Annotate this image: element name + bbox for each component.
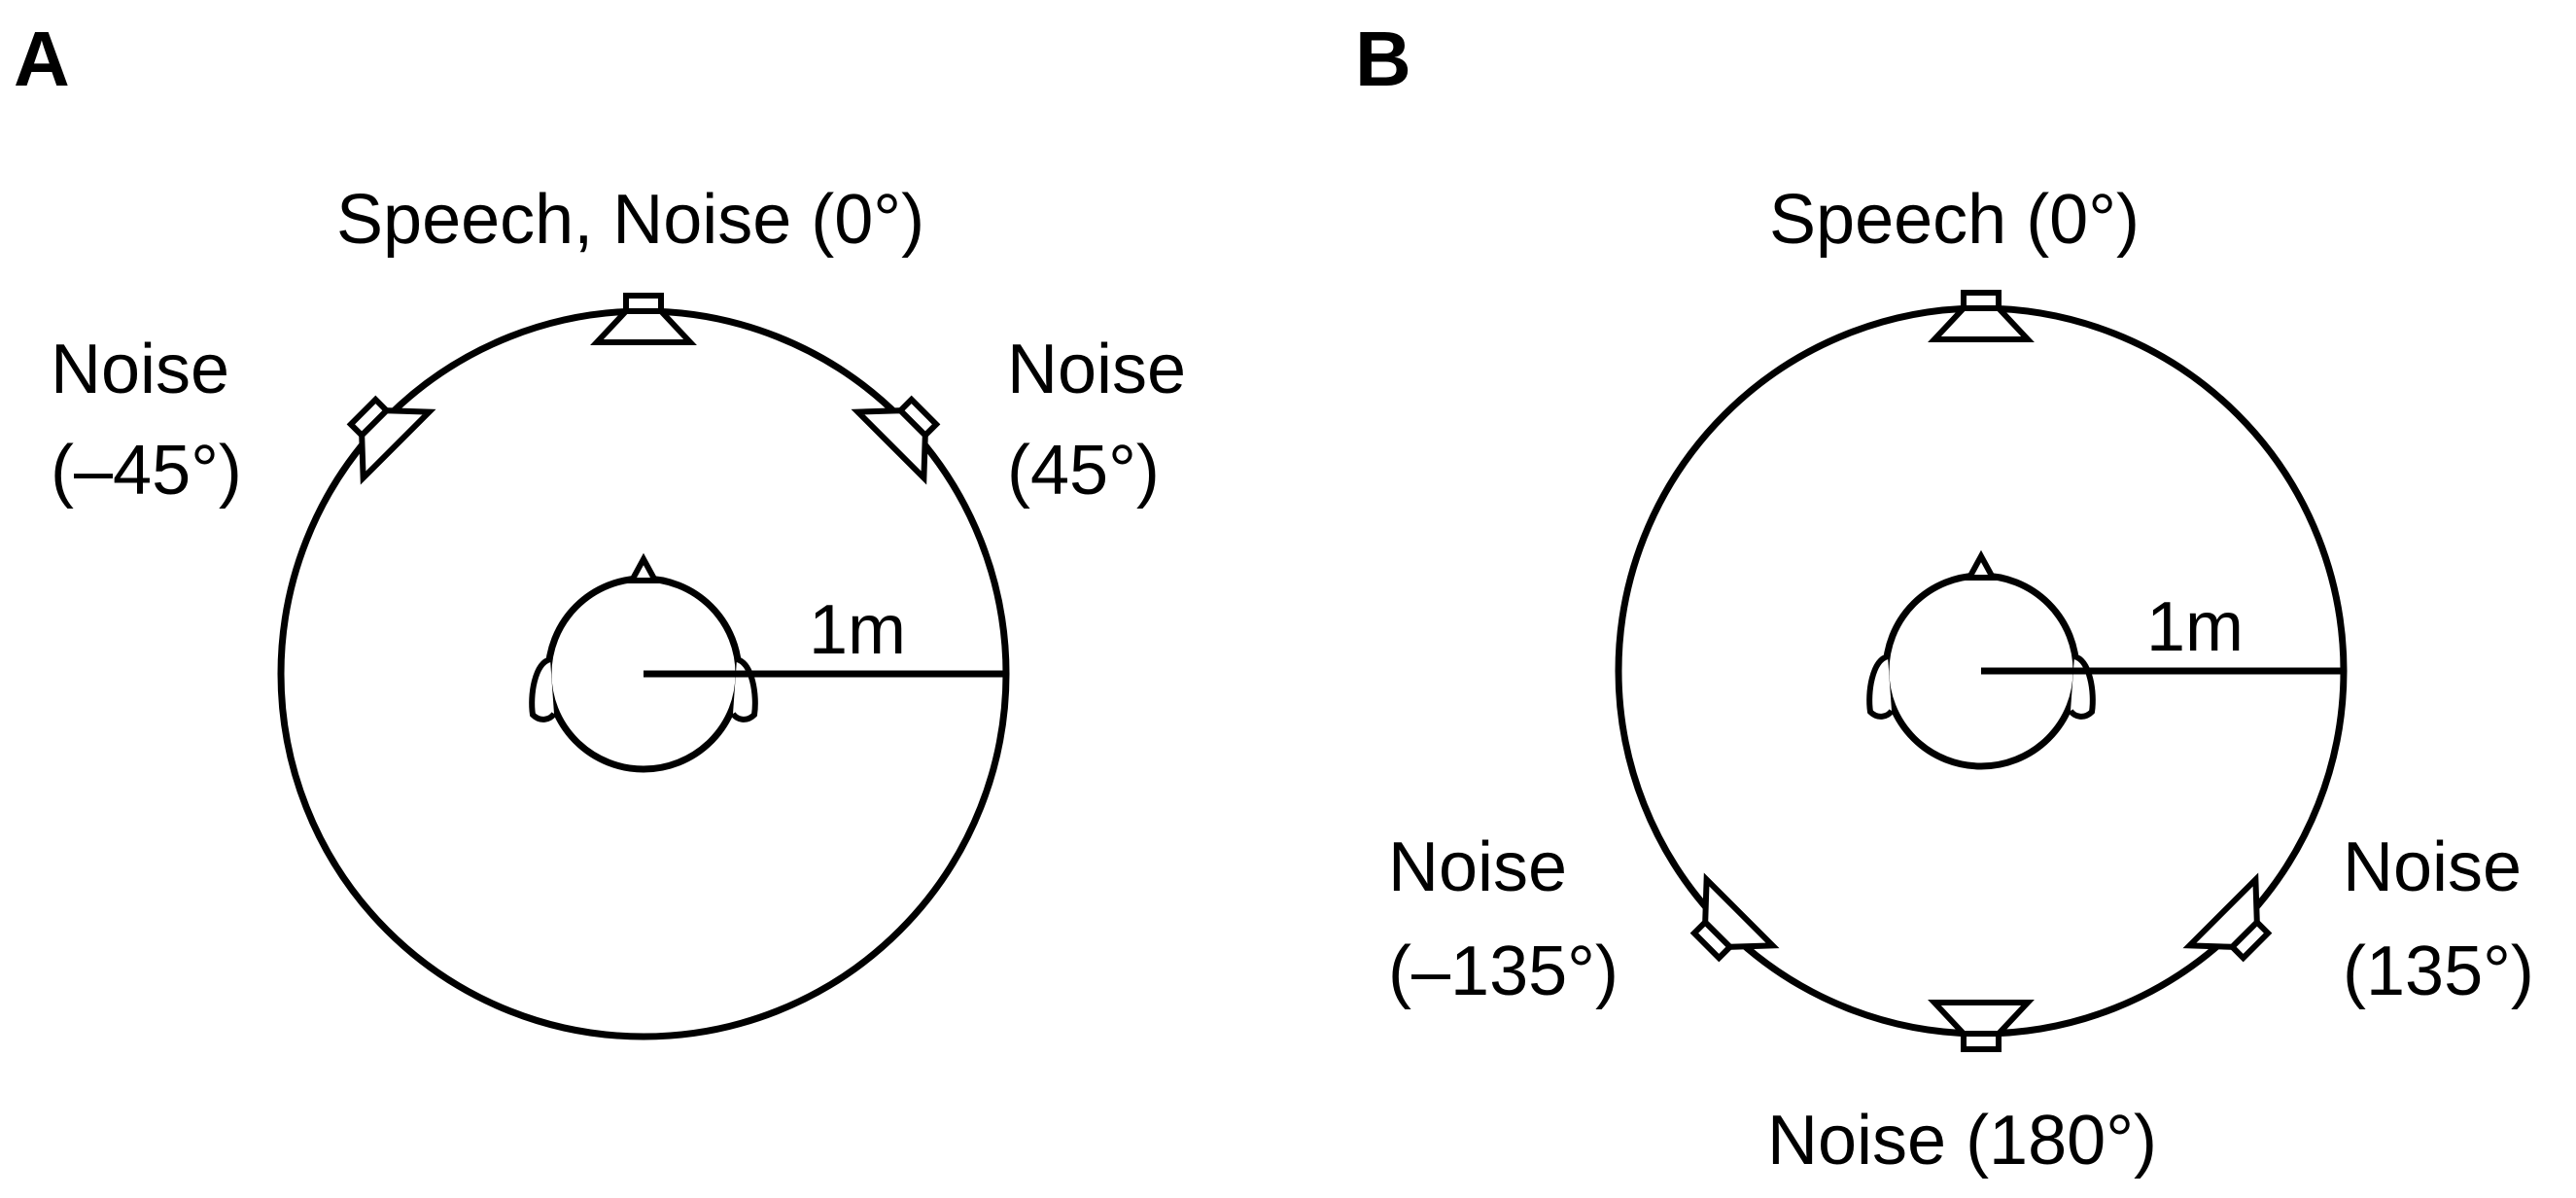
label-noise-minus135-line2: (–135°) <box>1388 933 1619 1010</box>
right-ear-icon <box>730 656 758 722</box>
speaker-0-a-icon <box>597 296 690 342</box>
label-noise-135-line1: Noise <box>2343 828 2522 906</box>
label-noise-45-line1: Noise <box>1007 331 1186 408</box>
radius-label-a: 1m <box>809 591 906 669</box>
label-speech-noise-0: Speech, Noise (0°) <box>336 181 924 259</box>
radius-label-b: 1m <box>2146 588 2244 666</box>
nose-icon <box>626 552 661 583</box>
panel-letter-b: B <box>1355 16 1411 102</box>
nose-icon <box>1964 549 1999 581</box>
listener-head-b <box>1866 549 2096 770</box>
label-noise-minus135-line1: Noise <box>1388 828 1567 906</box>
label-noise-180: Noise (180°) <box>1767 1102 2157 1180</box>
label-noise-135-line2: (135°) <box>2343 933 2534 1010</box>
left-ear-icon <box>1866 653 1895 720</box>
speaker-135-b-icon <box>2190 880 2289 979</box>
left-ear-icon <box>529 656 557 722</box>
panel-letter-a: A <box>14 16 70 102</box>
label-noise-minus45-line1: Noise <box>51 331 229 408</box>
right-ear-icon <box>2068 653 2096 720</box>
label-speech-0: Speech (0°) <box>1769 181 2140 259</box>
speaker-0-b-icon <box>1934 293 2028 339</box>
speaker-180-b-icon <box>1934 1003 2028 1049</box>
panel-a: A 1m Speech, Noise (0°) Noise (–45°) Noi… <box>14 16 1186 1040</box>
listener-head-a <box>529 552 758 773</box>
label-noise-minus45-line2: (–45°) <box>51 432 242 510</box>
speaker-minus135-b-icon <box>1674 880 1773 979</box>
panel-b: B 1m Speech (0°) Noise (–135°) Noise (13… <box>1355 16 2534 1180</box>
label-noise-45-line2: (45°) <box>1007 432 1160 510</box>
